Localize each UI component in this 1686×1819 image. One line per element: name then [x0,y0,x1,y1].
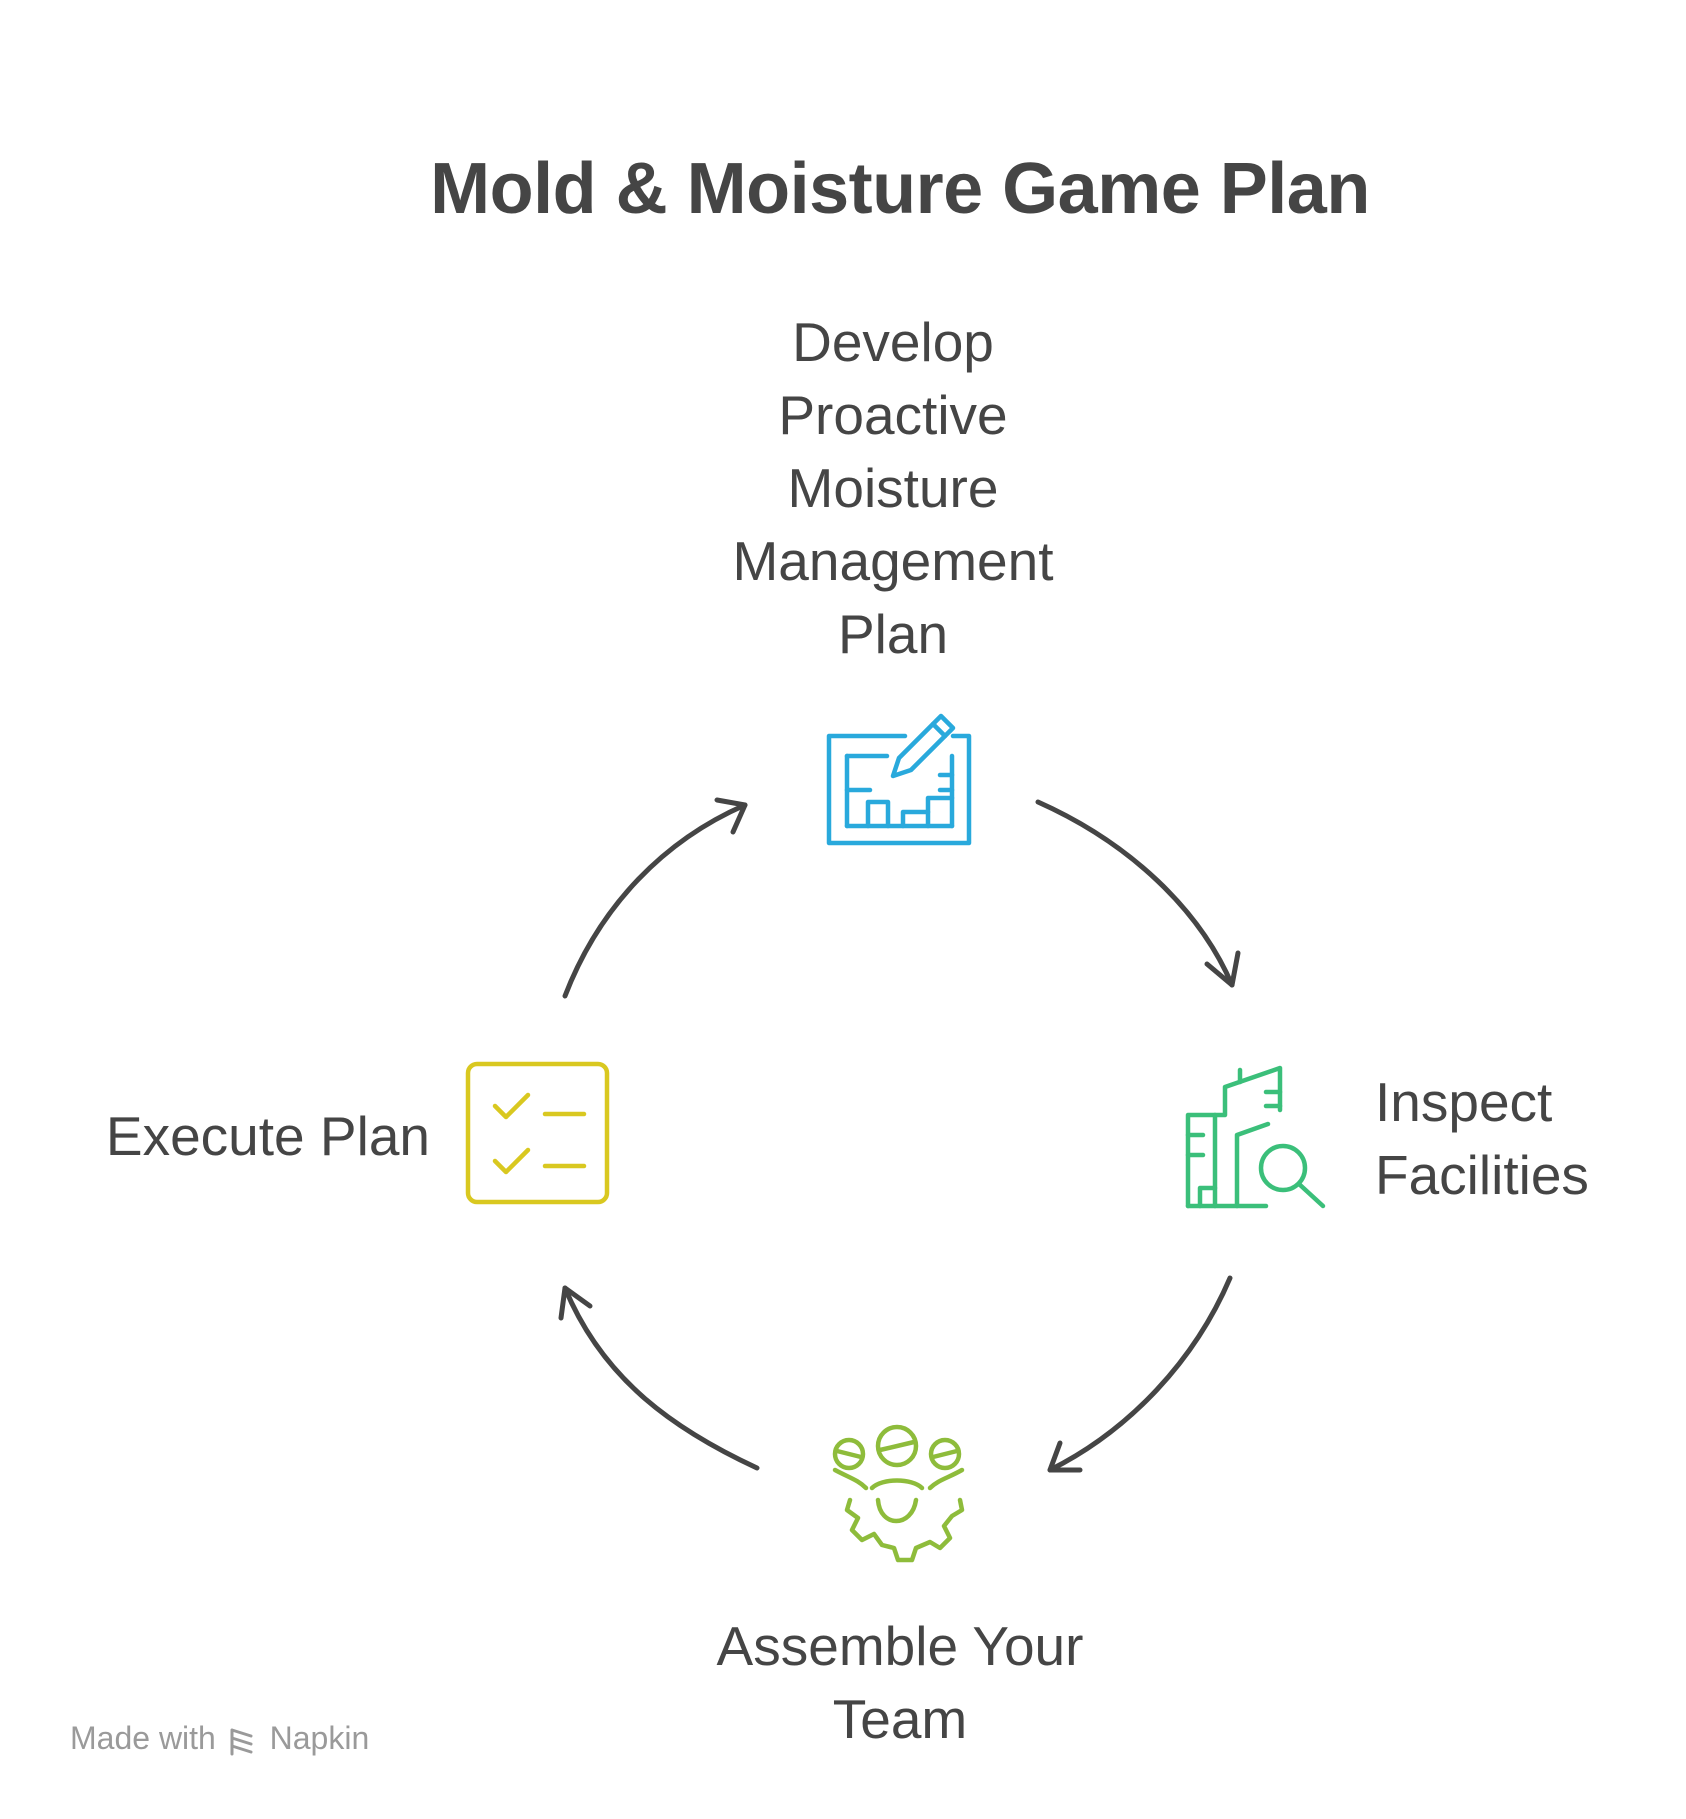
arrow-bottom-to-left [558,1285,760,1471]
napkin-logo-icon [230,1728,253,1756]
step-label-line: Facilities [1375,1144,1589,1206]
watermark-brand: Napkin [269,1720,370,1756]
step-label-line: Execute Plan [105,1105,430,1167]
step-label-line: Develop [792,311,994,373]
step-label-line: Management [732,530,1054,592]
step-label-line: Inspect [1375,1071,1553,1133]
step-label-line: Proactive [778,384,1008,446]
step-label-execute-plan: Execute Plan [60,1100,430,1173]
watermark-made-with: Made with [70,1720,216,1756]
step-label-line: Plan [837,603,949,665]
diagram-title: Mold & Moisture Game Plan [430,149,1370,229]
arrow-top-to-right [1035,799,1241,988]
checklist-icon [465,1061,610,1205]
blueprint-pencil-icon [826,713,972,846]
step-label-inspect-facilities: Inspect Facilities [1375,1066,1675,1212]
team-gear-icon [832,1424,965,1563]
step-label-line: Moisture [787,457,999,519]
step-label-line: Team [832,1688,968,1750]
cycle-arrows [558,797,1241,1473]
step-label-assemble-team: Assemble Your Team [690,1610,1110,1756]
step-label-develop-plan: Develop Proactive Moisture Management Pl… [693,306,1093,671]
building-magnifier-icon [1185,1065,1326,1209]
arrow-left-to-top [562,797,748,999]
arrow-right-to-bottom [1047,1275,1233,1473]
napkin-watermark: Made with Napkin [70,1720,369,1757]
step-label-line: Assemble Your [716,1615,1084,1677]
